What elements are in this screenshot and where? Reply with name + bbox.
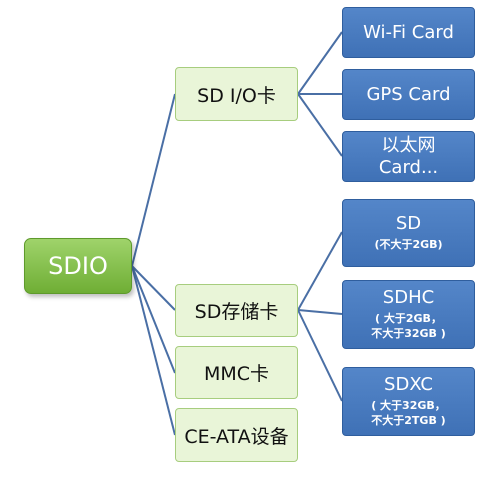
leaf-wifi-card-label: Wi-Fi Card (363, 21, 454, 43)
connector-sdio-ethernet (297, 93, 343, 157)
connector-root-mmc (131, 265, 176, 374)
leaf-sdxc: SDXC ( 大于32GB， 不大于2TGB ) (342, 367, 475, 436)
branch-ce-ata-device: CE-ATA设备 (175, 408, 298, 462)
leaf-sd-capacity: (不大于2GB) (374, 238, 442, 253)
leaf-sdhc-capacity-line-2: 不大于32GB ) (371, 326, 446, 340)
leaf-sd-capacity-line: (不大于2GB) (374, 237, 443, 251)
connector-sdmem-sdhc (297, 309, 343, 315)
leaf-sdxc-capacity-line-1: ( 大于32GB， (371, 398, 446, 412)
leaf-ethernet-card: 以太网 Card... (342, 131, 475, 182)
branch-sd-io-card: SD I/O卡 (175, 67, 298, 121)
leaf-sdxc-capacity: ( 大于32GB， 不大于2TGB ) (371, 399, 446, 429)
leaf-sdhc-label: SDHC (382, 287, 435, 309)
leaf-sdhc-capacity: ( 大于2GB， 不大于32GB ) (371, 312, 446, 342)
connector-sdio-wifi (297, 31, 343, 95)
leaf-sdxc-label: SDXC (384, 374, 433, 396)
leaf-sdhc: SDHC ( 大于2GB， 不大于32GB ) (342, 280, 475, 349)
leaf-ethernet-card-label: 以太网 Card... (378, 134, 439, 178)
leaf-gps-card-label: GPS Card (366, 83, 451, 105)
connector-root-sdio-card (131, 93, 176, 267)
branch-mmc-card: MMC卡 (175, 346, 298, 399)
leaf-sd: SD (不大于2GB) (342, 199, 475, 267)
connector-sdmem-sdxc (297, 309, 343, 402)
leaf-sdhc-capacity-line-1: ( 大于2GB， (375, 311, 442, 325)
connector-root-ce-ata (131, 265, 176, 436)
connector-sdmem-sd (297, 231, 343, 311)
root-node-sdio: SDIO (24, 238, 132, 294)
leaf-sd-label: SD (395, 213, 422, 235)
connector-root-sd-memory (131, 265, 176, 311)
leaf-gps-card: GPS Card (342, 69, 475, 120)
leaf-sdxc-capacity-line-2: 不大于2TGB ) (371, 413, 446, 427)
branch-sd-memory-card: SD存储卡 (175, 284, 298, 337)
leaf-wifi-card: Wi-Fi Card (342, 7, 475, 58)
